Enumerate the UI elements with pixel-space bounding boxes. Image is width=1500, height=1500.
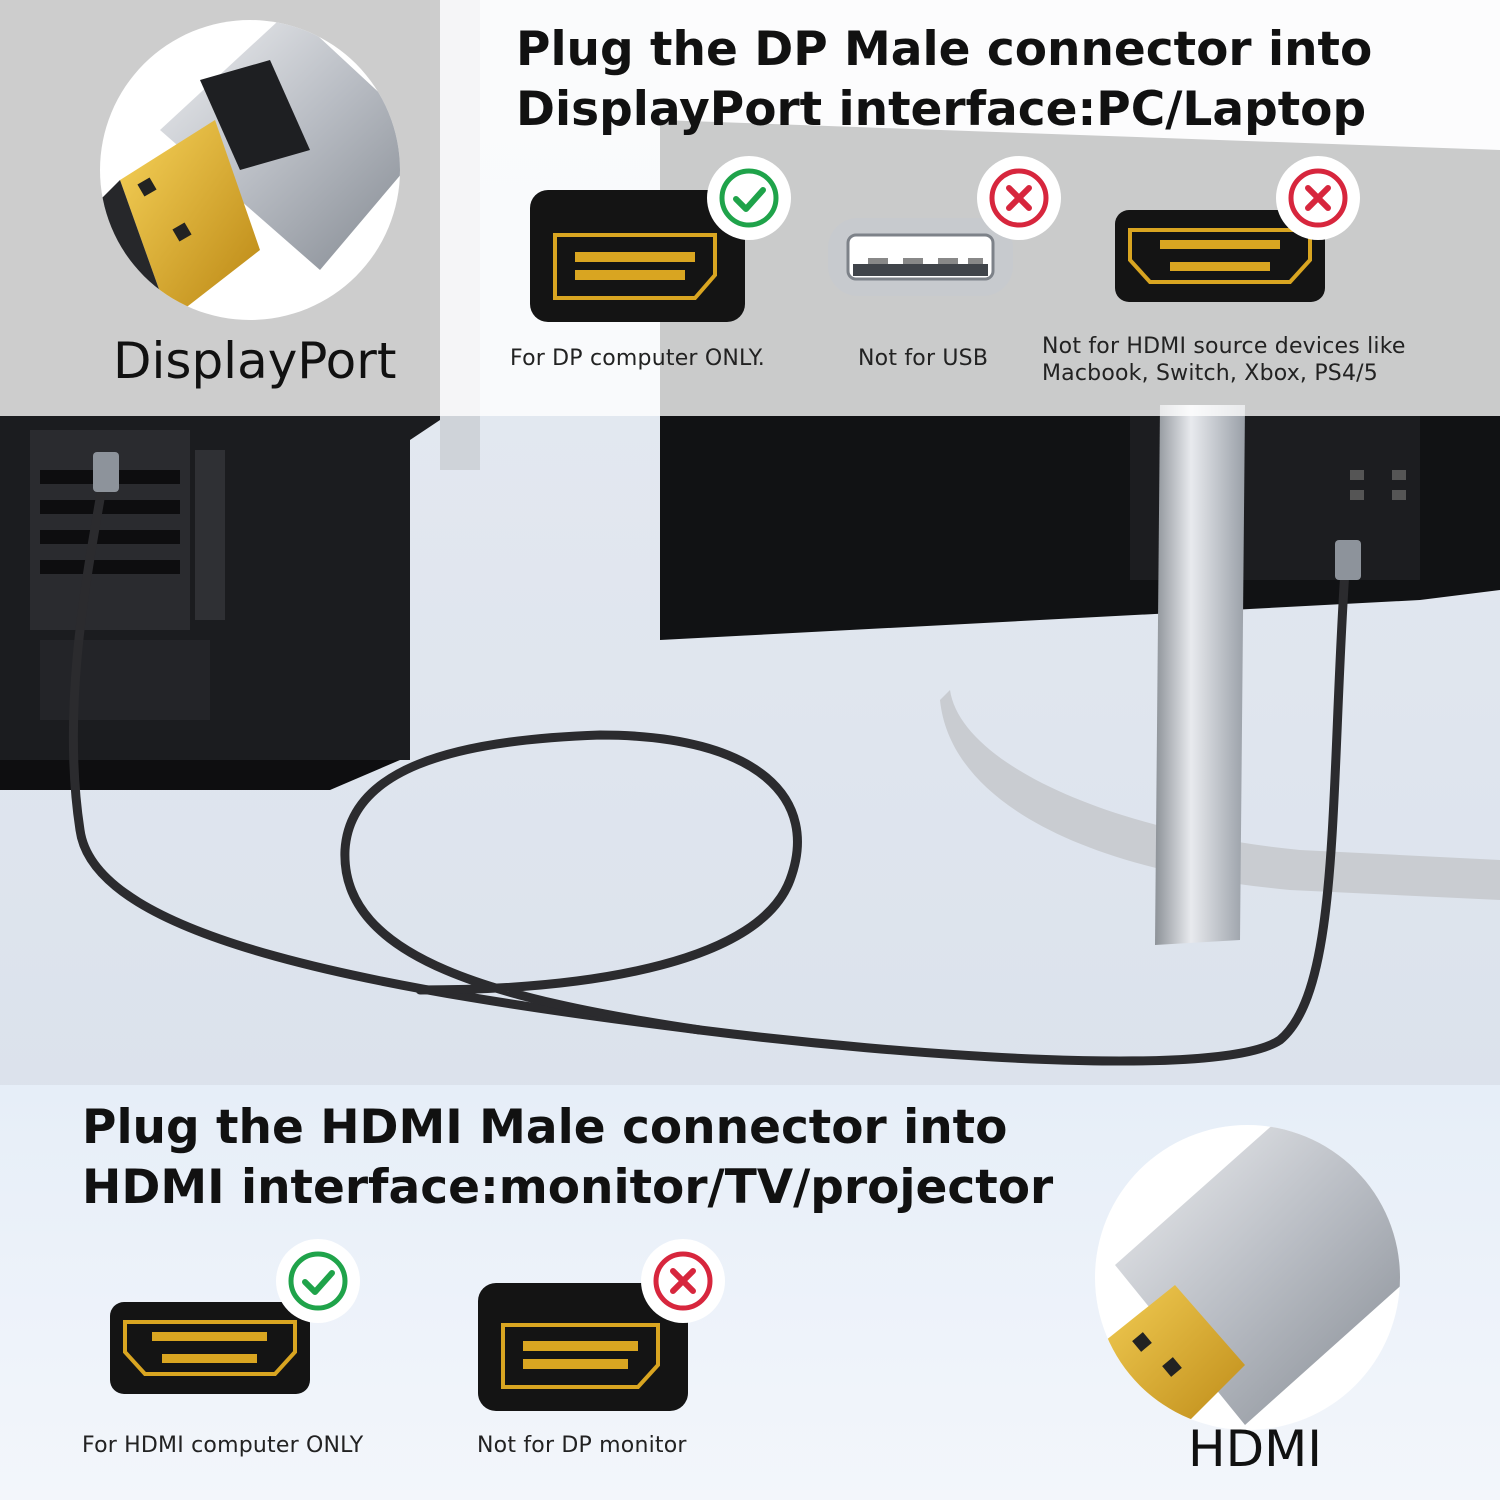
hdmi-label: HDMI [1188,1420,1322,1478]
monitor-stand [940,405,1500,945]
top-heading-line2: DisplayPort interface:PC/Laptop [516,82,1367,137]
bottom-heading: Plug the HDMI Male connector into HDMI i… [82,1098,1053,1218]
hdmi-port-image [110,1302,310,1394]
dp-port-image [478,1283,688,1411]
cross-icon [641,1239,725,1323]
bottom-heading-line2: HDMI interface:monitor/TV/projector [82,1160,1054,1215]
hdmi-source-caption-line1: Not for HDMI source devices like [1042,334,1406,359]
dp-port-caption: For DP computer ONLY. [510,346,765,371]
cross-icon [977,156,1061,240]
usb-port-caption: Not for USB [858,346,989,371]
hdmi-port-caption: For HDMI computer ONLY [82,1433,364,1458]
cable [68,465,1350,1066]
hdmi-connector-photo [1095,1125,1400,1430]
hdmi-source-caption: Not for HDMI source devices like Macbook… [1042,333,1406,387]
displayport-label: DisplayPort [113,332,397,390]
top-heading: Plug the DP Male connector into DisplayP… [516,20,1372,140]
bottom-heading-line1: Plug the HDMI Male connector into [82,1100,1008,1155]
check-icon [276,1239,360,1323]
top-heading-line1: Plug the DP Male connector into [516,22,1373,77]
usb-port-image [828,218,1013,296]
check-icon [707,156,791,240]
cross-icon [1276,156,1360,240]
dp-monitor-caption: Not for DP monitor [477,1433,687,1458]
dp-port-image [530,190,745,322]
hdmi-source-caption-line2: Macbook, Switch, Xbox, PS4/5 [1042,361,1378,386]
displayport-connector-photo [100,20,400,320]
